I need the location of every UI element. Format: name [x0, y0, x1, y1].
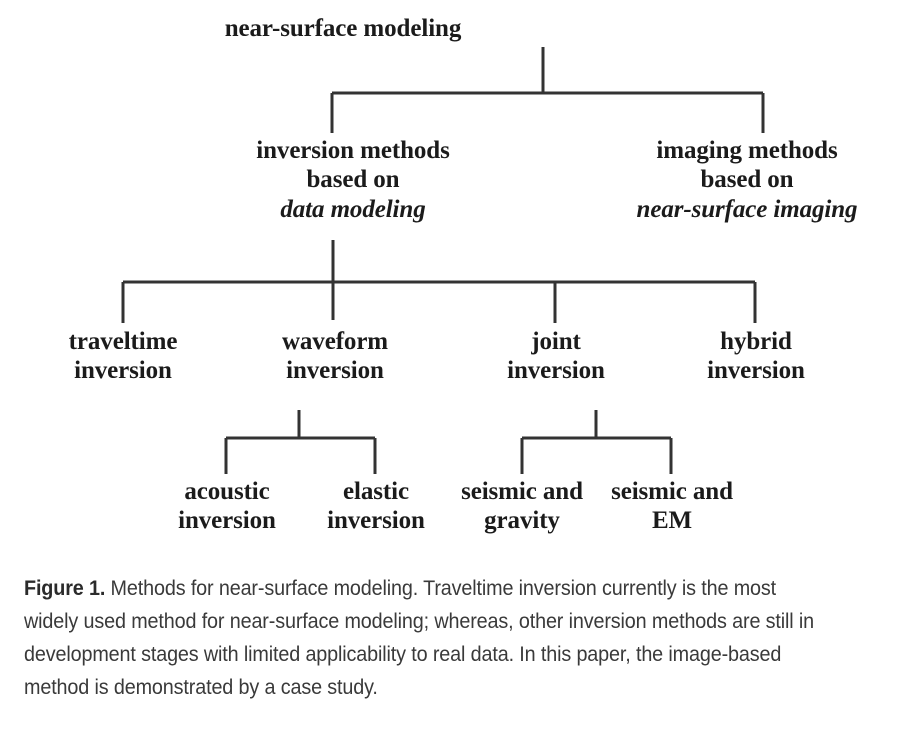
- node-joint-inversion: joint inversion: [396, 327, 716, 386]
- node-label-line1: hybrid: [720, 328, 792, 355]
- node-label-line3: data modeling: [280, 195, 426, 223]
- node-label-line3: near-surface imaging: [636, 195, 858, 223]
- tree-diagram: near-surface modeling inversion methods …: [0, 14, 917, 536]
- node-label-line2: based on: [306, 166, 400, 194]
- node-label-line1: elastic: [343, 478, 409, 505]
- node-seismic-and-em: seismic and EM: [522, 477, 822, 536]
- node-hybrid-inversion: hybrid inversion: [596, 327, 916, 386]
- node-label-line2: inversion: [707, 357, 805, 385]
- figure-label: Figure 1.: [24, 576, 106, 600]
- figure-caption-text: Methods for near-surface modeling. Trave…: [24, 576, 815, 699]
- node-label-line1: seismic and: [461, 478, 583, 505]
- tree-edges: [121, 47, 765, 474]
- node-label-line2: based on: [700, 166, 794, 194]
- node-label-line2: inversion: [286, 357, 384, 385]
- node-label-line2: gravity: [484, 507, 560, 535]
- node-label-line2: inversion: [327, 507, 425, 535]
- node-label-line2: inversion: [178, 507, 276, 535]
- node-label-line1: traveltime: [68, 328, 178, 355]
- node-label-line1: inversion methods: [256, 137, 450, 164]
- node-label: near-surface modeling: [224, 15, 462, 42]
- node-elastic-inversion: elastic inversion: [226, 477, 526, 536]
- node-acoustic-inversion: acoustic inversion: [77, 477, 377, 536]
- node-label-line2: EM: [651, 507, 693, 535]
- node-inversion-methods: inversion methods based on data modeling: [143, 136, 563, 224]
- node-label-line1: seismic and: [611, 478, 733, 505]
- node-near-surface-modeling: near-surface modeling: [143, 14, 543, 43]
- node-label-line1: imaging methods: [656, 137, 838, 164]
- node-label-line2: inversion: [507, 357, 605, 385]
- node-label-line1: acoustic: [184, 478, 270, 505]
- node-waveform-inversion: waveform inversion: [175, 327, 495, 386]
- figure-caption: Figure 1. Methods for near-surface model…: [24, 572, 830, 704]
- node-label-line1: joint: [531, 328, 581, 355]
- node-traveltime-inversion: traveltime inversion: [0, 327, 283, 386]
- node-label-line2: inversion: [74, 357, 172, 385]
- node-label-line1: waveform: [281, 328, 389, 355]
- node-imaging-methods: imaging methods based on near-surface im…: [537, 136, 917, 224]
- node-seismic-and-gravity: seismic and gravity: [372, 477, 672, 536]
